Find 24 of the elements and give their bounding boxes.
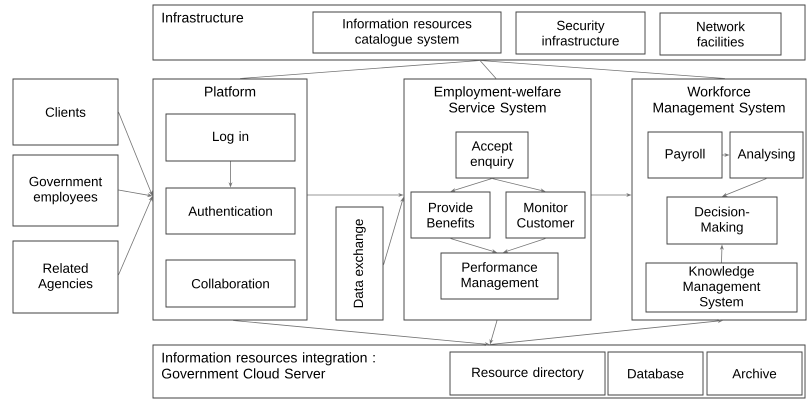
process-box: Collaboration — [166, 260, 296, 308]
actor-box: Government employees — [12, 154, 118, 226]
process-box: Provide Benefits — [410, 192, 490, 238]
process-box: Analysing — [730, 132, 804, 178]
process-box: Performance Management — [440, 252, 558, 300]
component-box: Archive — [706, 352, 802, 396]
process-box: Knowledge Management System — [646, 262, 798, 312]
process-box: Authentication — [166, 188, 296, 234]
process-box: Decision-Making — [666, 196, 778, 244]
process-box: Accept enquiry — [456, 132, 528, 178]
connector-line — [480, 60, 496, 79]
actor-box: Clients — [12, 78, 118, 146]
component-box: Information resources catalogue system — [312, 12, 502, 54]
component-box: Resource directory — [450, 352, 606, 396]
process-box: Monitor Customer — [506, 192, 586, 238]
process-box: Data exchange — [336, 206, 384, 320]
component-box: Network facilities — [660, 12, 782, 56]
component-box: Database — [608, 352, 704, 396]
connector-line — [240, 60, 480, 79]
process-box: Payroll — [648, 132, 722, 178]
process-box: Log in — [166, 114, 296, 162]
component-box: Security infrastructure — [516, 12, 646, 54]
connector-line — [480, 60, 726, 79]
actor-box: Related Agencies — [12, 240, 118, 314]
